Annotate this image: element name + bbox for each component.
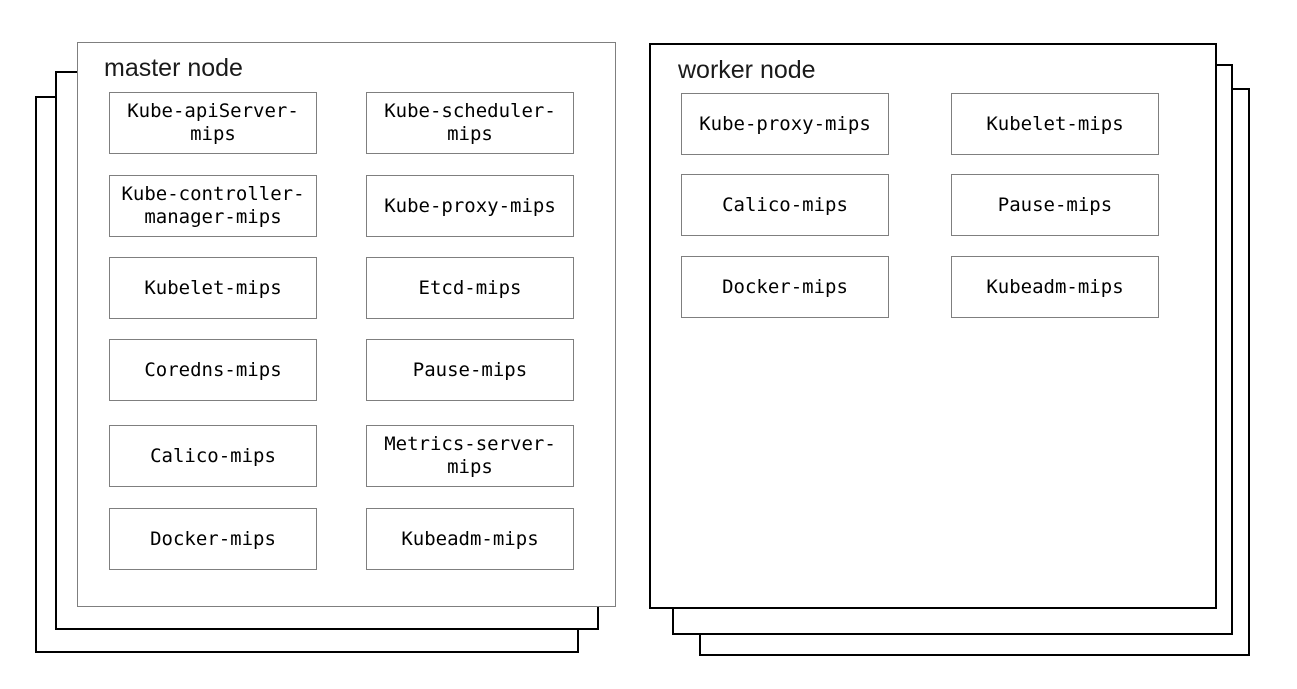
master-box-metrics-server: Metrics-server- mips: [366, 425, 574, 487]
master-box-kubelet: Kubelet-mips: [109, 257, 317, 319]
worker-box-kubelet: Kubelet-mips: [951, 93, 1159, 155]
master-box-etcd: Etcd-mips: [366, 257, 574, 319]
worker-box-kube-proxy: Kube-proxy-mips: [681, 93, 889, 155]
worker-node-panel: worker node Kube-proxy-mips Kubelet-mips…: [649, 43, 1217, 609]
worker-box-docker: Docker-mips: [681, 256, 889, 318]
worker-node-title: worker node: [678, 56, 816, 84]
master-node-title: master node: [104, 54, 243, 82]
worker-box-pause: Pause-mips: [951, 174, 1159, 236]
master-node-panel: master node Kube-apiServer- mips Kube-sc…: [77, 42, 616, 607]
master-box-kubeadm: Kubeadm-mips: [366, 508, 574, 570]
master-box-pause: Pause-mips: [366, 339, 574, 401]
master-box-docker: Docker-mips: [109, 508, 317, 570]
master-box-coredns: Coredns-mips: [109, 339, 317, 401]
worker-box-kubeadm: Kubeadm-mips: [951, 256, 1159, 318]
master-box-calico: Calico-mips: [109, 425, 317, 487]
worker-box-calico: Calico-mips: [681, 174, 889, 236]
master-box-kube-scheduler: Kube-scheduler- mips: [366, 92, 574, 154]
master-box-kube-proxy: Kube-proxy-mips: [366, 175, 574, 237]
master-box-kube-apiserver: Kube-apiServer- mips: [109, 92, 317, 154]
master-box-kube-controller-manager: Kube-controller- manager-mips: [109, 175, 317, 237]
